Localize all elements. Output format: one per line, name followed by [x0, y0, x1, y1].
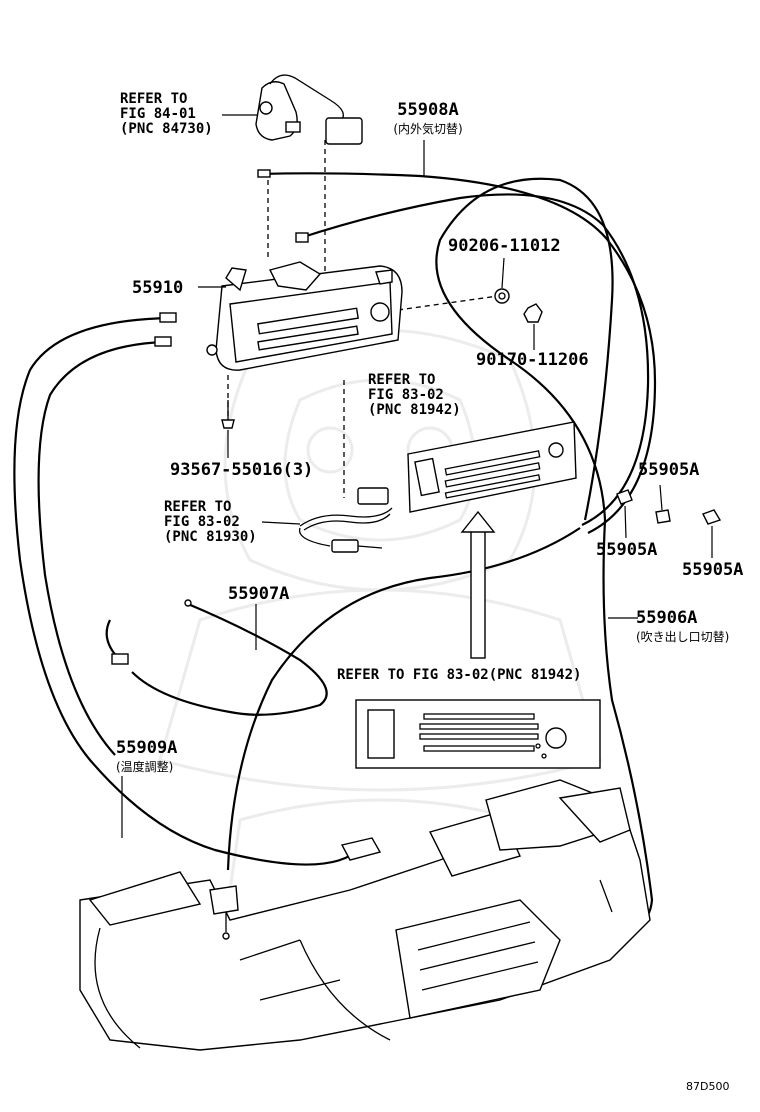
heater-unit [79, 779, 651, 1051]
ref-line-2: FIG 84-01 [120, 106, 196, 122]
washer-90206 [494, 288, 510, 304]
leader-lines [121, 114, 713, 838]
clip-55905a-1 [616, 489, 633, 505]
part-number: 55906A [636, 608, 698, 628]
part-number: 55908A [397, 100, 459, 120]
cable-55909a-end-2 [154, 336, 172, 347]
ref-line-2: FIG 83-02 [164, 514, 240, 530]
part-note: (温度調整) [116, 760, 174, 774]
nut-90170 [523, 303, 543, 323]
cable-55907a-end-2 [111, 653, 129, 665]
cable-55908a-end [257, 169, 271, 178]
control-panel-face [407, 421, 577, 513]
cable-55906a [226, 527, 581, 871]
ref-line-2: FIG 83-02 [368, 387, 444, 403]
servo-motor [255, 74, 363, 145]
ref-line-3: (PNC 81930) [164, 529, 257, 545]
ref-fig-83-02-wire[interactable]: REFER TO FIG 83-02 (PNC 81930) [164, 500, 257, 545]
ref-line-1: REFER TO [120, 91, 188, 107]
cable-55909a-end [159, 312, 177, 323]
cable-55907a-end [184, 599, 192, 607]
part-90170-11206[interactable]: 90170-11206 [476, 350, 589, 370]
ref-fig-83-02-panel[interactable]: REFER TO FIG 83-02 (PNC 81942) [368, 373, 461, 418]
cable-55908a-end-2 [295, 232, 309, 243]
heater-control-assembly [206, 261, 403, 371]
part-55906a[interactable]: 55906A (吹き出し口切替) [636, 608, 729, 645]
part-55908a[interactable]: 55908A (内外気切替) [380, 100, 476, 137]
part-note: (内外気切替) [393, 122, 463, 136]
part-number: 55909A [116, 738, 178, 758]
ref-line-3: (PNC 84730) [120, 121, 213, 137]
part-55905a-right[interactable]: 55905A [682, 560, 744, 580]
part-55910[interactable]: 55910 [132, 278, 184, 298]
clip-55905a-3 [702, 509, 722, 525]
ref-line-1: REFER TO [164, 499, 232, 515]
cable-55907a [131, 602, 328, 716]
screw-93567 [221, 400, 235, 429]
cable-55906a-return [435, 177, 654, 923]
part-55909a[interactable]: 55909A (温度調整) [116, 738, 177, 775]
part-55907a[interactable]: 55907A [228, 584, 290, 604]
ref-line-3: (PNC 81942) [368, 402, 461, 418]
part-55905a-left[interactable]: 55905A [596, 540, 658, 560]
cable-55908a [261, 172, 657, 534]
ref-fig-84-01[interactable]: REFER TO FIG 84-01 (PNC 84730) [120, 92, 213, 137]
diagram-code: 87D500 [686, 1080, 730, 1093]
part-55905a-top[interactable]: 55905A [638, 460, 700, 480]
assembly-dashed-lines [227, 140, 499, 498]
part-93567-55016[interactable]: 93567-55016(3) [170, 460, 314, 480]
up-arrow [460, 510, 496, 659]
clip-55905a-2 [655, 509, 671, 524]
ref-line-1: REFER TO [368, 372, 436, 388]
cable-55909a [13, 316, 361, 866]
wire-harness [298, 487, 393, 553]
part-note: (吹き出し口切替) [636, 630, 730, 644]
control-panel-detail [355, 699, 601, 769]
part-90206-11012[interactable]: 90206-11012 [448, 236, 561, 256]
ref-fig-83-02-inline[interactable]: REFER TO FIG 83-02(PNC 81942) [337, 667, 582, 683]
cable-55909a-inner [37, 340, 166, 756]
